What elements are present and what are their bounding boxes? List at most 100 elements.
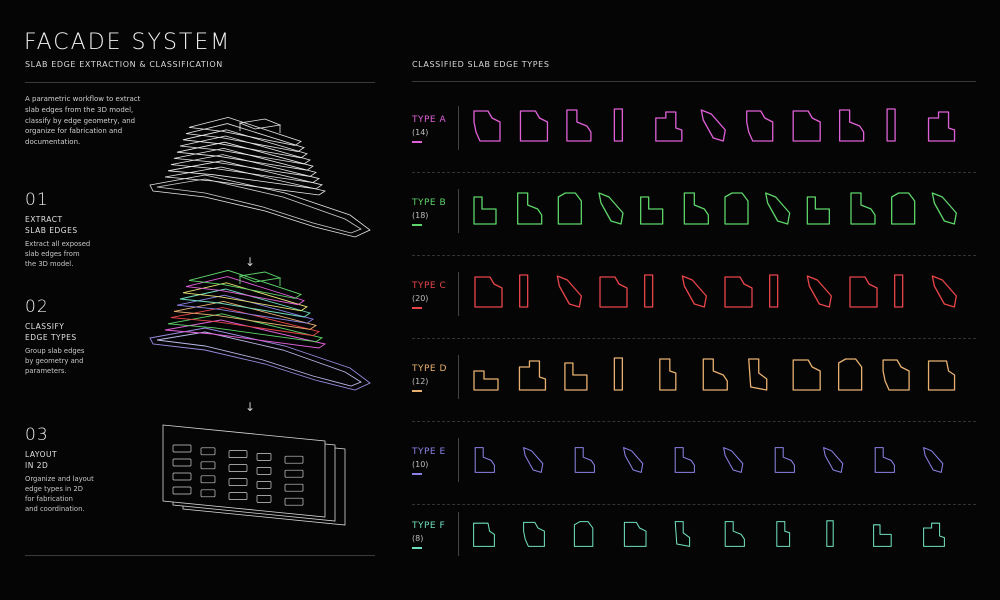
edge-glyph-icon	[769, 274, 779, 308]
type-count: (18)	[412, 211, 429, 220]
row-divider	[412, 255, 976, 256]
edge-glyph-icon	[792, 359, 821, 391]
edge-glyph-icon	[776, 521, 791, 547]
edge-glyph-icon	[556, 275, 582, 308]
edge-glyph-icon	[931, 275, 957, 308]
section-title: CLASSIFIED SLAB EDGE TYPES	[412, 60, 550, 69]
edge-glyph-icon	[882, 359, 910, 391]
edge-glyph-icon	[681, 275, 707, 308]
edge-glyph-icon	[886, 108, 896, 142]
type-glyph-row	[474, 447, 944, 473]
step-03: 03 LAYOUT IN 2D Organize and layout edge…	[25, 425, 94, 514]
sheet-glyph-icon	[172, 472, 192, 481]
page-subtitle: SLAB EDGE EXTRACTION & CLASSIFICATION	[25, 60, 223, 69]
section-divider	[412, 81, 976, 82]
sheet-glyph-icon	[200, 461, 216, 470]
edge-glyph-icon	[613, 108, 624, 142]
header-divider	[25, 82, 375, 83]
sheet-glyph-icon	[172, 486, 192, 495]
edge-glyph-icon	[702, 358, 728, 391]
edge-glyph-icon	[724, 521, 745, 547]
type-label: TYPE A	[412, 115, 447, 125]
sheet-glyph-icon	[228, 450, 248, 458]
edge-glyph-icon	[792, 110, 821, 142]
sheet-glyph-icon	[284, 455, 304, 464]
edge-glyph-icon	[573, 521, 594, 547]
edge-glyph-icon	[557, 192, 582, 225]
step-number: 01	[25, 190, 49, 210]
row-divider	[412, 504, 976, 505]
type-label-block: TYPE E(10)	[412, 447, 446, 475]
step-description: Organize and layout edge types in 2D for…	[25, 475, 94, 513]
type-color-swatch	[412, 307, 422, 309]
edge-glyph-icon	[623, 447, 644, 473]
edge-glyph-icon	[927, 360, 956, 391]
type-label: TYPE F	[412, 521, 446, 531]
type-label-block: TYPE F (8)	[412, 521, 445, 549]
type-color-swatch	[412, 390, 422, 392]
edge-glyph-icon	[774, 447, 795, 473]
type-label-block: TYPE A(14)	[412, 115, 446, 143]
type-count: (12)	[412, 377, 429, 386]
sheet-glyph-icon	[284, 469, 304, 478]
edge-glyph-icon	[823, 447, 844, 473]
step-01: 01 EXTRACT SLAB EDGES Extract all expose…	[25, 190, 90, 269]
edge-glyph-icon	[873, 524, 892, 547]
layout-sheets-illustration	[162, 424, 346, 526]
sheet-glyph-icon	[256, 467, 272, 475]
edge-glyph-icon	[473, 196, 497, 225]
type-color-swatch	[412, 473, 422, 475]
type-label-block: TYPE C(20)	[412, 281, 446, 309]
edge-glyph-icon	[623, 521, 647, 547]
edge-glyph-icon	[598, 192, 624, 225]
type-label-block: TYPE B(18)	[412, 198, 446, 226]
step-02: 02 CLASSIFY EDGE TYPES Group slab edges …	[25, 297, 84, 376]
edge-glyph-icon	[644, 274, 654, 308]
edge-glyph-icon	[599, 276, 628, 308]
row-separator	[458, 512, 459, 556]
sheet-glyph-icon	[172, 444, 192, 453]
edge-glyph-icon	[724, 192, 749, 225]
intro-text: A parametric workflow to extract slab ed…	[25, 95, 141, 147]
sheet-glyph-icon	[228, 464, 248, 472]
sheet-glyph-icon	[228, 492, 248, 500]
type-count: (8)	[412, 534, 424, 543]
type-count: (10)	[412, 460, 429, 469]
sheet-glyph-icon	[256, 481, 272, 489]
step-title: LAYOUT IN 2D	[25, 450, 58, 470]
type-count: (20)	[412, 294, 429, 303]
edge-glyph-icon	[523, 521, 545, 547]
edge-glyph-icon	[806, 196, 830, 225]
down-arrow-icon: ↓	[245, 255, 256, 269]
sheet-glyph-icon	[256, 495, 272, 503]
sheet-glyph-icon	[284, 497, 304, 506]
edge-glyph-icon	[518, 360, 547, 391]
step-title: EXTRACT SLAB EDGES	[25, 215, 78, 235]
edge-glyph-icon	[748, 358, 768, 391]
edge-glyph-icon	[849, 276, 878, 308]
edge-glyph-icon	[523, 447, 544, 473]
edge-glyph-icon	[765, 192, 791, 225]
edge-glyph-icon	[640, 196, 664, 225]
edge-glyph-icon	[826, 520, 834, 547]
sheet-glyph-icon	[200, 447, 216, 456]
edge-glyph-icon	[474, 447, 495, 473]
edge-glyph-icon	[655, 111, 683, 142]
edge-glyph-icon	[659, 358, 677, 391]
sheet-glyph-icon	[284, 483, 304, 492]
edge-glyph-icon	[746, 110, 774, 142]
row-divider	[412, 172, 976, 173]
sheet-glyph-icon	[172, 458, 192, 467]
edge-glyph-icon	[683, 192, 709, 225]
edge-glyph-icon	[519, 110, 549, 142]
edge-glyph-icon	[613, 357, 624, 391]
edge-glyph-icon	[519, 274, 529, 308]
edge-glyph-icon	[894, 274, 904, 308]
step-number: 02	[25, 297, 49, 317]
edge-glyph-icon	[473, 110, 501, 142]
down-arrow-icon: ↓	[245, 400, 256, 414]
edge-glyph-icon	[850, 192, 876, 225]
edge-glyph-icon	[674, 521, 691, 547]
edge-glyph-icon	[473, 370, 499, 391]
type-color-swatch	[412, 141, 422, 143]
